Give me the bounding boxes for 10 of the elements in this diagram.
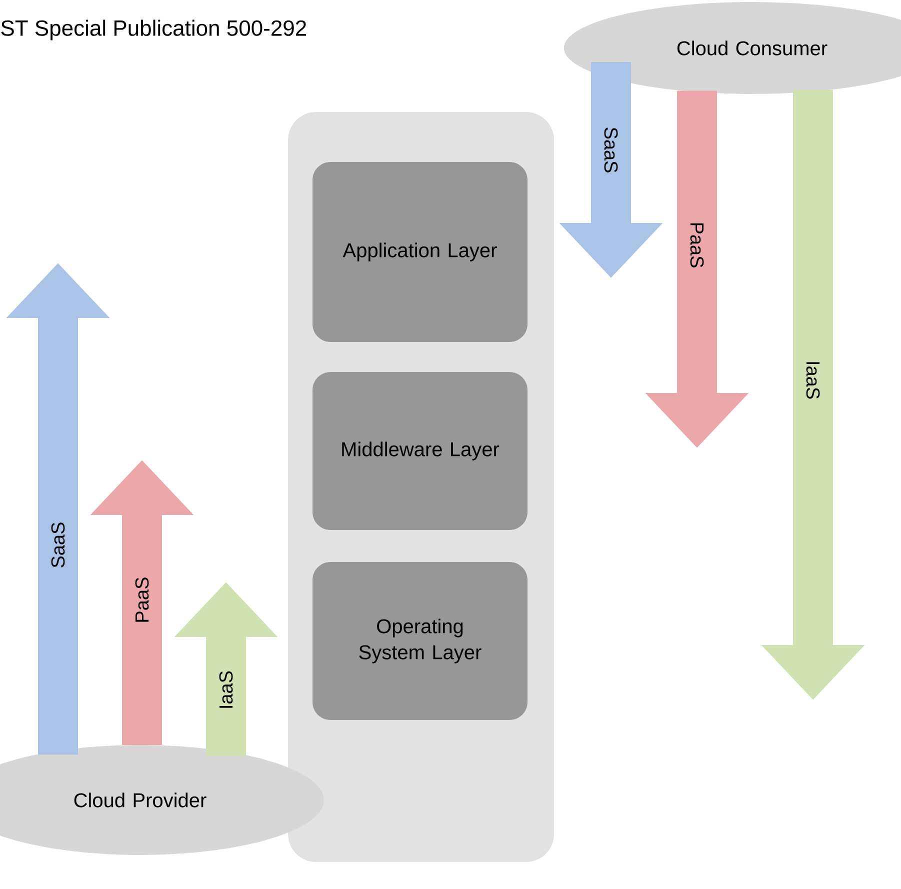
arrow-label: IaaS — [218, 669, 234, 711]
layer-box: Operating System Layer — [312, 562, 528, 720]
layer-box: Middleware Layer — [312, 372, 528, 530]
layer-box: Application Layer — [312, 162, 528, 342]
arrow-label: SaaS — [50, 520, 66, 570]
arrow-label: IaaS — [805, 359, 821, 401]
title: ST Special Publication 500-292 — [1, 20, 306, 40]
arrow-label: SaaS — [603, 126, 619, 174]
arrow-label: PaaS — [134, 576, 150, 624]
arrow-label: PaaS — [689, 220, 705, 270]
